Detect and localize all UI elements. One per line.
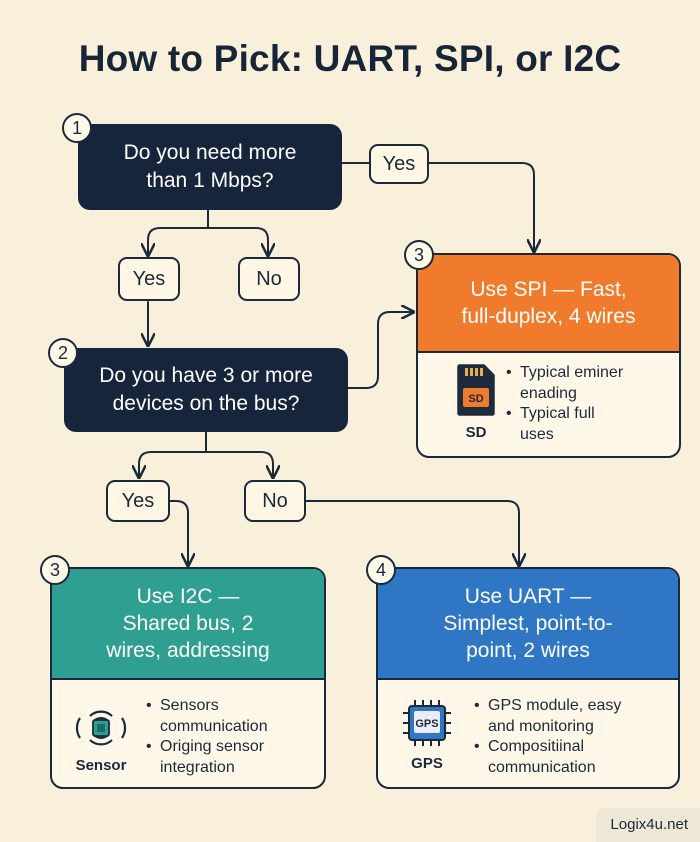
connector-q1-split-right: [207, 227, 268, 254]
sensor-icon: Sensor: [66, 706, 136, 774]
spi-card: Use SPI — Fast, full-duplex, 4 wires SD …: [416, 253, 681, 458]
connector-no-to-uart: [305, 500, 519, 564]
list-item: Typical eminer enading: [506, 363, 676, 404]
connector-q2-to-spi: [347, 312, 412, 389]
uart-card-title: Use UART — Simplest, point-to- point, 2 …: [443, 585, 613, 662]
connector-yes-to-spi: [427, 162, 534, 250]
step-badge-1: 1: [62, 113, 92, 143]
step-badge-uart: 4: [366, 555, 396, 585]
answer-yes-pill-q1: Yes: [118, 257, 180, 301]
question-1-box: Do you need more than 1 Mbps?: [78, 124, 342, 210]
spi-card-title: Use SPI — Fast, full-duplex, 4 wires: [461, 278, 636, 328]
answer-no-pill-q2: No: [244, 480, 306, 522]
i2c-card: Use I2C — Shared bus, 2 wires, addressin…: [50, 567, 326, 789]
gps-chip-text: GPS: [415, 718, 438, 730]
spi-card-header: Use SPI — Fast, full-duplex, 4 wires: [418, 255, 679, 353]
i2c-card-title: Use I2C — Shared bus, 2 wires, addressin…: [106, 585, 270, 662]
connector-q2-split-left: [139, 431, 207, 476]
connector-q2-split-right: [205, 451, 273, 476]
question-2-text: Do you have 3 or more devices on the bus…: [99, 364, 313, 415]
connector-q1-split-left: [148, 209, 209, 254]
uart-bullets: GPS module, easy and monitoring Composit…: [474, 696, 674, 778]
step-badge-i2c: 3: [40, 555, 70, 585]
answer-yes-pill-q1-right: Yes: [369, 144, 429, 184]
footer-watermark: Logix4u.net: [596, 808, 700, 842]
uart-card-header: Use UART — Simplest, point-to- point, 2 …: [378, 569, 678, 680]
sd-card-icon: SD SD: [448, 363, 504, 441]
question-2-box: Do you have 3 or more devices on the bus…: [64, 348, 348, 432]
gps-chip-icon: GPS GPS: [392, 698, 462, 772]
gps-icon-label: GPS: [411, 755, 443, 772]
list-item: Origing sensor integration: [146, 737, 321, 778]
question-1-text: Do you need more than 1 Mbps?: [123, 141, 297, 192]
answer-no-pill-q1: No: [238, 257, 300, 301]
step-badge-2: 2: [48, 338, 78, 368]
step-badge-spi: 3: [404, 240, 434, 270]
spi-bullets: Typical eminer enading Typical full uses: [506, 363, 676, 445]
list-item: Sensors communication: [146, 696, 321, 737]
uart-card: Use UART — Simplest, point-to- point, 2 …: [376, 567, 680, 789]
i2c-bullets: Sensors communication Origing sensor int…: [146, 696, 321, 778]
list-item: Compositiinal communication: [474, 737, 674, 778]
sd-chip-text: SD: [468, 393, 483, 405]
i2c-card-header: Use I2C — Shared bus, 2 wires, addressin…: [52, 569, 324, 680]
list-item: Typical full uses: [506, 404, 676, 445]
list-item: GPS module, easy and monitoring: [474, 696, 674, 737]
sensor-icon-label: Sensor: [75, 757, 127, 774]
sd-icon-label: SD: [465, 424, 487, 441]
answer-yes-pill-q2: Yes: [106, 480, 170, 522]
connector-yes-to-i2c: [169, 500, 188, 564]
page-title: How to Pick: UART, SPI, or I2C: [78, 38, 622, 79]
